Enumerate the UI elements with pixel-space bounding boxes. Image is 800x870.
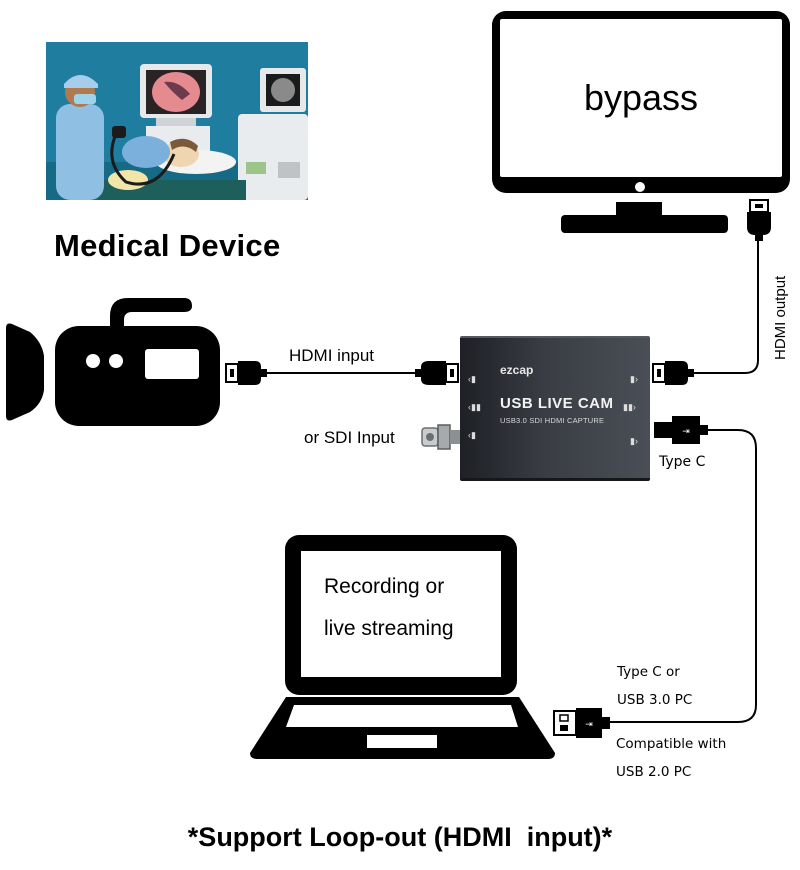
medical-device-label: Medical Device	[54, 228, 281, 263]
svg-text:⇥: ⇥	[682, 427, 690, 437]
port-marker-input: ‹▮	[468, 430, 476, 440]
hdmi-plug-device-output	[652, 361, 694, 385]
hdmi-output-label: HDMI output	[772, 275, 789, 360]
laptop-screen-line2: live streaming	[324, 617, 454, 640]
laptop: Recording or live streaming	[285, 535, 517, 695]
compat-line2-label: USB 2.0 PC	[616, 764, 692, 780]
sdi-bnc-connector	[421, 424, 462, 450]
hdmi-plug-camera	[225, 361, 267, 385]
monitor-power-led	[635, 182, 645, 192]
device-name: USB LIVE CAM	[500, 395, 614, 412]
device-brand: ezcap	[500, 363, 534, 377]
port-marker-sdi-in: ‹▮▮	[468, 402, 481, 412]
usb-type-c-plug: ⇥	[654, 416, 708, 444]
usb-a-plug-laptop: ⇥	[553, 708, 610, 738]
monitor-stand-base	[561, 215, 728, 233]
loop-out-caption: *Support Loop-out (HDMI input)*	[187, 822, 613, 852]
pc-line1-label: Type C or	[617, 664, 680, 680]
hdmi-plug-device-input	[415, 361, 459, 385]
capture-device: ezcap USB LIVE CAM USB3.0 SDI HDMI CAPTU…	[460, 336, 650, 481]
svg-text:⇥: ⇥	[585, 720, 593, 730]
hdmi-output-cable	[693, 240, 759, 374]
medical-illustration	[46, 42, 308, 200]
monitor-stand-neck	[616, 202, 662, 218]
pc-line2-label: USB 3.0 PC	[617, 692, 693, 708]
type-c-label: Type C	[659, 454, 706, 470]
compat-line1-label: Compatible with	[616, 736, 727, 752]
laptop-base	[250, 697, 555, 759]
hdmi-input-label: HDMI input	[289, 346, 375, 365]
laptop-screen: Recording or live streaming	[301, 551, 501, 677]
port-marker-hdmi-in: ‹▮	[468, 374, 476, 384]
laptop-screen-line1: Recording or	[324, 575, 445, 598]
sdi-input-label: or SDI Input	[304, 428, 395, 447]
monitor-screen-text: bypass	[583, 77, 699, 118]
device-subtitle: USB3.0 SDI HDMI CAPTURE	[500, 416, 605, 425]
port-marker-power-capture: ▮▮›	[623, 402, 636, 412]
monitor: bypass	[492, 11, 790, 193]
video-camera-icon	[6, 298, 220, 426]
monitor-screen: bypass	[500, 19, 782, 177]
port-marker-dc: ▮›	[630, 436, 638, 446]
usb-cable	[608, 429, 757, 723]
port-marker-output: ▮›	[630, 374, 638, 384]
hdmi-plug-monitor	[747, 199, 771, 241]
